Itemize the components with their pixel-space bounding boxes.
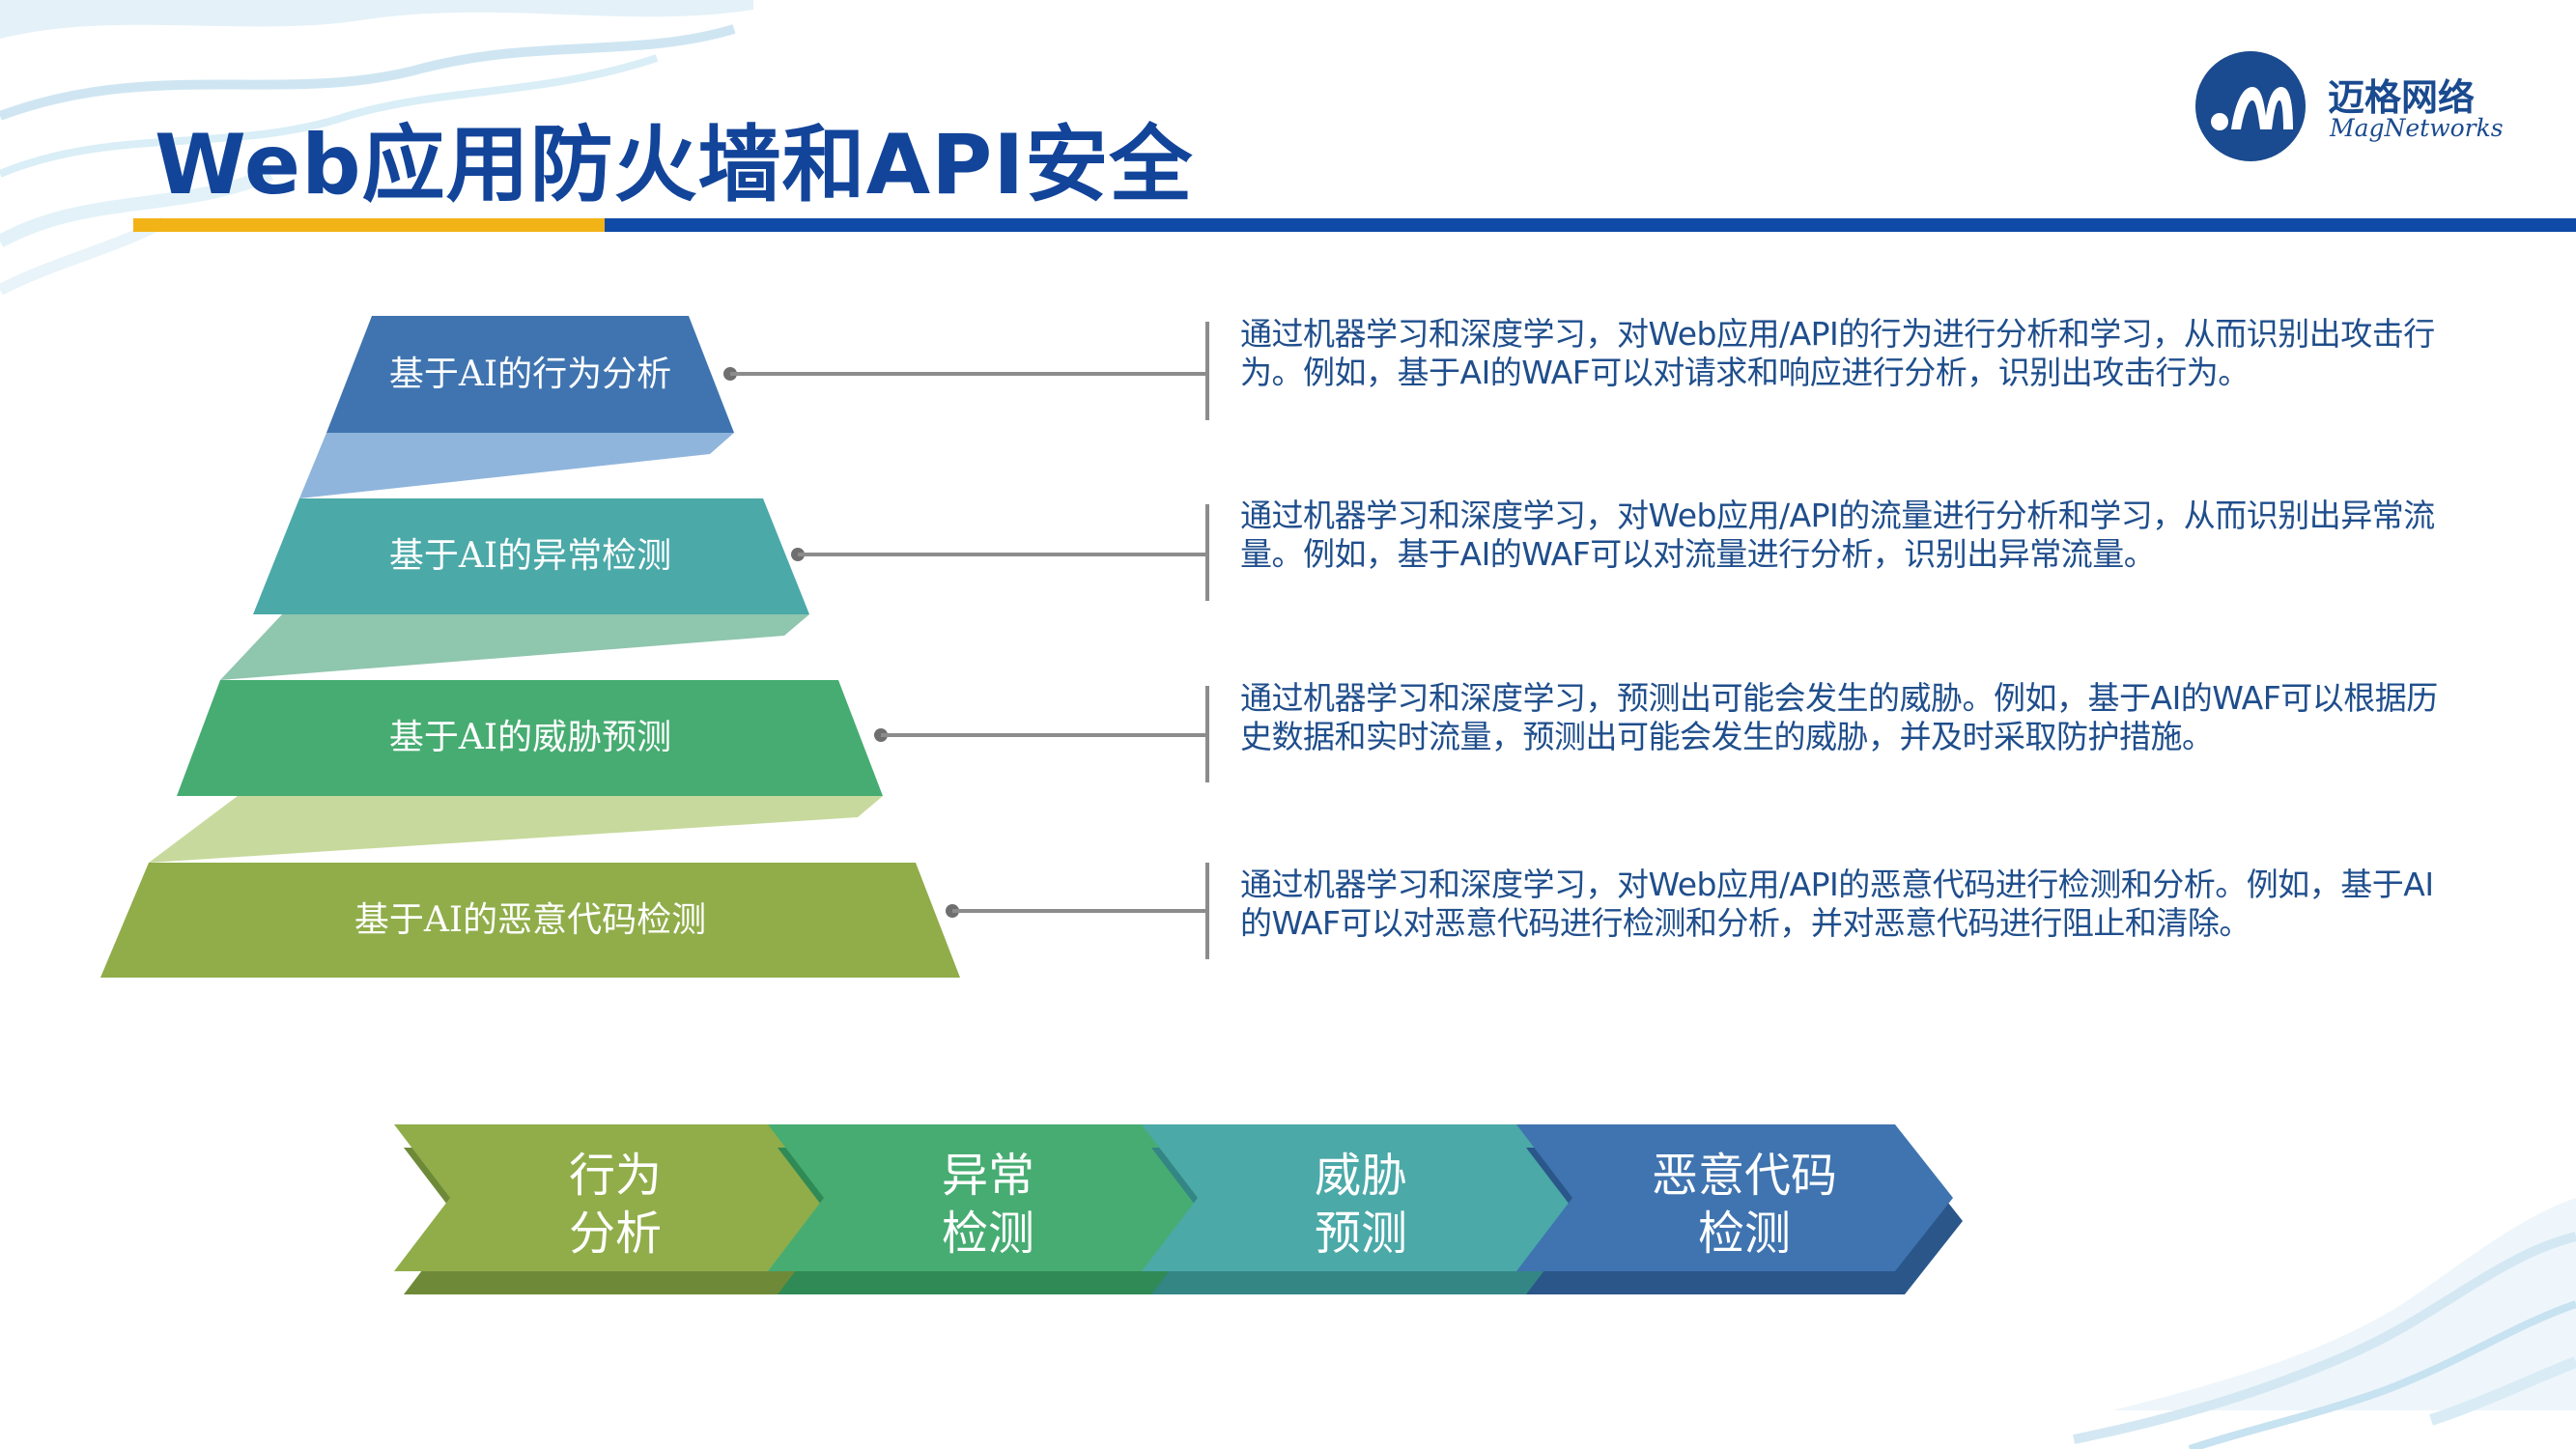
flow-step-3: 威胁 预测	[1142, 1124, 1598, 1294]
wave-decoration-bottom-right	[2073, 1198, 2576, 1449]
pyramid-connector-2	[220, 614, 809, 680]
pyramid-tier-4: 基于AI的恶意代码检测	[100, 863, 960, 978]
leader-line-2	[791, 504, 1209, 601]
pyramid-tier-1: 基于AI的行为分析	[326, 316, 734, 433]
flow-step-label-line1: 恶意代码	[1652, 1149, 1837, 1203]
tier-description-anomaly-detection: 通过机器学习和深度学习，对Web应用/API的流量进行分析和学习，从而识别出异常…	[1240, 497, 2435, 573]
pyramid-tier-label: 基于AI的异常检测	[389, 536, 671, 576]
flow-step-1: 行为 分析	[394, 1124, 850, 1294]
flow-step-label-line2: 检测	[942, 1207, 1034, 1261]
logo-mark-icon	[2195, 51, 2306, 161]
leader-line-1	[723, 322, 1209, 420]
tier-description-malware-detection: 通过机器学习和深度学习，对Web应用/API的恶意代码进行检测和分析。例如，基于…	[1240, 866, 2434, 942]
tier-description-behavior-analysis: 通过机器学习和深度学习，对Web应用/API的行为进行分析和学习，从而识别出攻击…	[1240, 315, 2435, 391]
brand-logo: 迈格网络 MagNetworks	[2193, 48, 2540, 164]
flow-step-label-line2: 检测	[1698, 1207, 1791, 1261]
pyramid-tier-label: 基于AI的威胁预测	[389, 718, 671, 757]
pyramid-tier-label: 基于AI的恶意代码检测	[354, 900, 706, 940]
flow-step-label-line1: 异常	[942, 1149, 1034, 1203]
leader-line-3	[874, 686, 1209, 782]
flow-step-4: 恶意代码 检测	[1516, 1124, 1963, 1294]
pyramid-connector-1	[299, 433, 734, 498]
tier-description-threat-prediction: 通过机器学习和深度学习，预测出可能会发生的威胁。例如，基于AI的WAF可以根据历…	[1240, 679, 2438, 755]
pyramid-connector-3	[149, 796, 883, 863]
title-underline-gold	[133, 218, 605, 232]
logo-name-chinese: 迈格网络	[2328, 76, 2476, 119]
flow-step-label-line1: 行为	[569, 1149, 662, 1203]
flow-step-label-line2: 分析	[569, 1207, 662, 1261]
pyramid-tier-label: 基于AI的行为分析	[389, 355, 671, 394]
flow-step-label-line1: 威胁	[1315, 1149, 1407, 1203]
title-underline-blue	[605, 218, 2576, 232]
flow-step-2: 异常 检测	[768, 1124, 1224, 1294]
pyramid-tier-3: 基于AI的威胁预测	[177, 680, 883, 796]
logo-name-english: MagNetworks	[2330, 114, 2504, 142]
pyramid-tier-2: 基于AI的异常检测	[253, 498, 809, 614]
flow-step-label-line2: 预测	[1315, 1207, 1407, 1261]
page-title: Web应用防火墙和API安全	[155, 117, 1194, 213]
leader-line-4	[946, 863, 1209, 959]
